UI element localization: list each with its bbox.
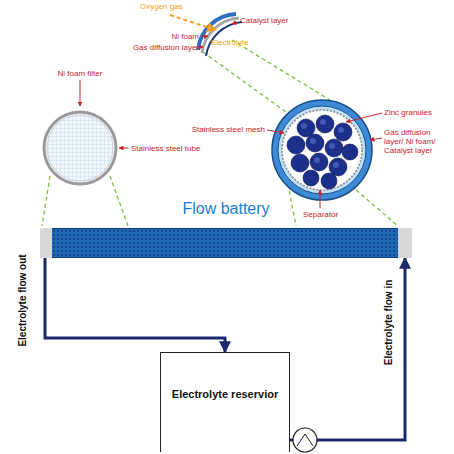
zoom-lines	[42, 40, 398, 226]
part-label: Zinc granules	[384, 108, 450, 117]
zinc-granules	[287, 115, 358, 189]
battery-tube	[52, 228, 398, 258]
part-label: Gas diffusion layer	[110, 43, 199, 52]
end-cap	[40, 228, 52, 258]
flow-battery: Flow battery	[40, 198, 412, 258]
part-label: Oxygen gas	[140, 2, 210, 11]
stainless-mesh	[282, 110, 362, 190]
part-label: Separator	[303, 210, 353, 219]
electrolyte-pipe	[45, 258, 225, 352]
part-label: Ni foam filter	[40, 69, 120, 78]
electrode-layers	[198, 14, 242, 56]
part-label: Stainless steel tube	[131, 144, 211, 153]
part-label: Stainless steel mesh	[160, 125, 265, 134]
reservoir-label: Electrolyte reservior	[167, 387, 283, 401]
part-label: Catalyst layer	[240, 16, 310, 25]
part-label: Electrolyte	[211, 38, 261, 47]
gdl-nifoam-catalyst-ring	[272, 100, 372, 200]
stainless-tube	[44, 112, 116, 184]
part-label: Gas diffusion layer/ Ni foam/ Catalyst l…	[384, 128, 450, 155]
pump	[293, 428, 317, 452]
flow-label: Electrolyte flow in	[383, 278, 394, 366]
electrolyte-pipe	[290, 258, 405, 440]
reservoir-box: Electrolyte reservior	[160, 352, 290, 452]
flow-label: Electrolyte flow out	[17, 253, 28, 347]
separator-ring	[278, 106, 366, 194]
end-cap	[398, 228, 412, 258]
part-label: Ni foam	[150, 32, 199, 41]
ni-foam-filter	[47, 115, 113, 181]
battery-title: Flow battery	[40, 200, 412, 218]
